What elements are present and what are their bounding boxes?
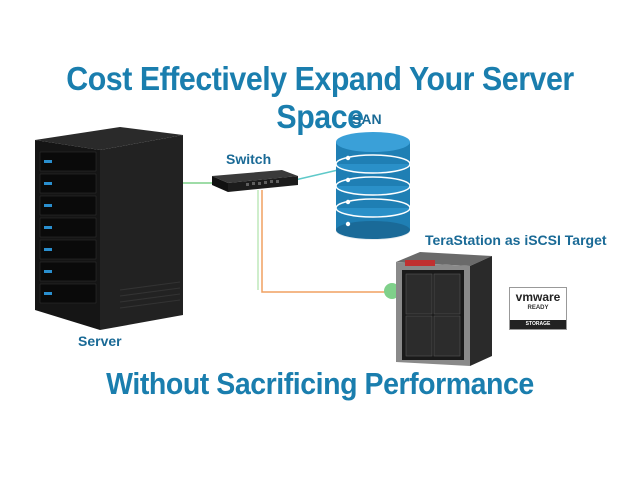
link-switch-san: [294, 169, 339, 181]
badge-ready-text: READY: [527, 305, 549, 311]
vmware-logo-icon: vmware: [515, 290, 561, 304]
switch-icon: [212, 170, 298, 192]
san-storage-icon: [335, 132, 411, 240]
server-rack-icon: [35, 127, 183, 330]
san-label: SAN: [352, 111, 382, 127]
server-label: Server: [78, 333, 122, 349]
vmware-ready-badge: vmware READY STORAGE: [509, 287, 567, 330]
terastation-label: TeraStation as iSCSI Target: [425, 232, 607, 248]
subheadline: Without Sacrificing Performance: [106, 366, 534, 401]
link-switch-terastation: [261, 190, 392, 293]
headline: Cost Effectively Expand Your Server Spac…: [66, 60, 574, 135]
switch-label: Switch: [226, 151, 272, 167]
badge-storage-text: STORAGE: [510, 320, 566, 329]
terastation-nas-icon: [396, 252, 492, 366]
